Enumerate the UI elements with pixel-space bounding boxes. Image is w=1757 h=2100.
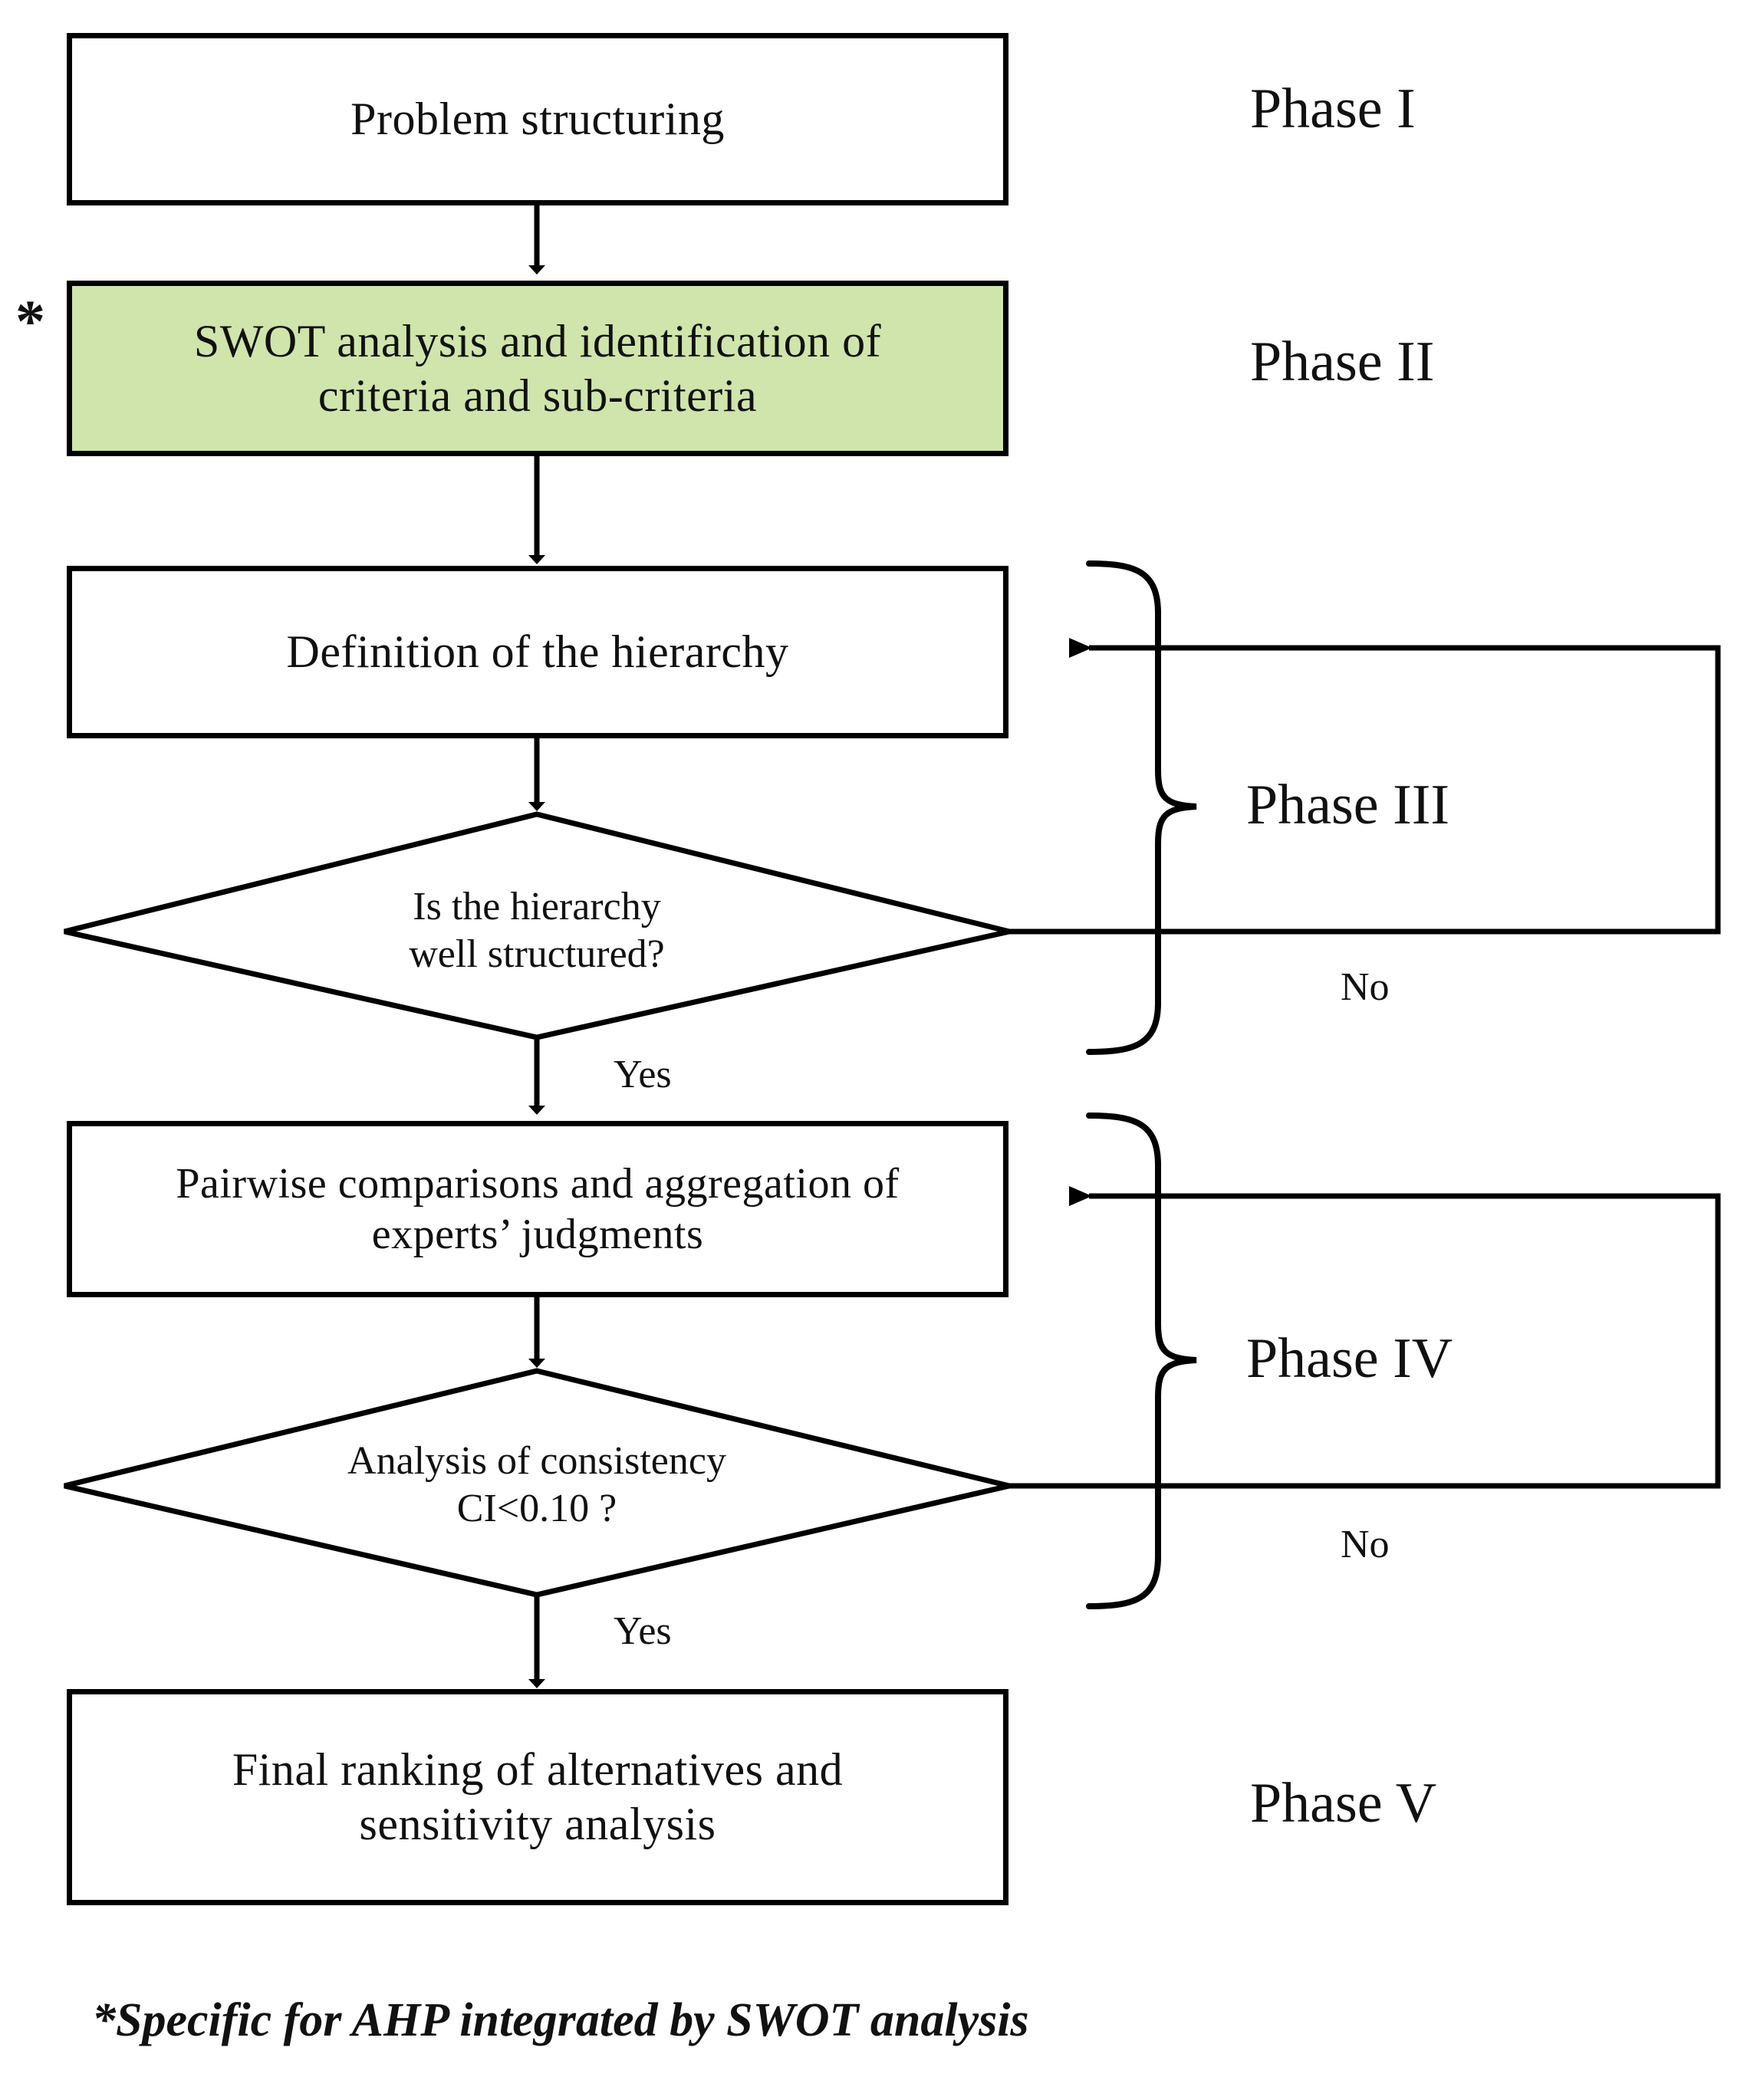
edge-label-consistency-no: No: [1341, 1523, 1390, 1566]
footnote: *Specific for AHP integrated by SWOT ana…: [92, 1994, 1029, 2046]
edge-label-hierarchy-yes: Yes: [614, 1053, 672, 1096]
phase-3-brace: [1086, 560, 1197, 1055]
edge-label-consistency-yes: Yes: [614, 1609, 672, 1653]
phase-label-5: Phase V: [1250, 1772, 1437, 1835]
phase-label-4: Phase IV: [1246, 1327, 1453, 1390]
node-definition-hierarchy[interactable]: Definition of the hierarchy: [67, 566, 1008, 738]
decision-hierarchy-label: Is the hierarchy well structured?: [409, 885, 665, 977]
node-label: Definition of the hierarchy: [286, 626, 789, 678]
decision-consistency-shape: [64, 1368, 1010, 1598]
node-label: SWOT analysis and identification of crit…: [193, 315, 882, 421]
node-final-ranking[interactable]: Final ranking of alternatives and sensit…: [67, 1689, 1008, 1905]
node-problem-structuring[interactable]: Problem structuring: [67, 33, 1008, 205]
node-pairwise-comparisons[interactable]: Pairwise comparisons and aggregation of …: [67, 1121, 1008, 1297]
phase-4-brace: [1086, 1112, 1197, 1609]
feedback-loop-hierarchy: [1009, 638, 1721, 935]
node-label: Final ranking of alternatives and sensit…: [232, 1744, 844, 1849]
asterisk-marker: *: [15, 288, 45, 354]
decision-consistency-label: Analysis of consistency CI<0.10 ?: [347, 1439, 726, 1531]
feedback-loop-consistency: [1009, 1186, 1721, 1489]
node-label: Problem structuring: [350, 94, 725, 145]
edge-label-hierarchy-no: No: [1341, 965, 1390, 1009]
decision-hierarchy-shape: [64, 811, 1010, 1040]
node-label: Pairwise comparisons and aggregation of …: [176, 1159, 900, 1258]
phase-label-3: Phase III: [1246, 774, 1450, 836]
node-swot-analysis[interactable]: SWOT analysis and identification of crit…: [67, 281, 1008, 456]
phase-label-2: Phase II: [1250, 330, 1435, 393]
phase-label-1: Phase I: [1250, 77, 1416, 140]
